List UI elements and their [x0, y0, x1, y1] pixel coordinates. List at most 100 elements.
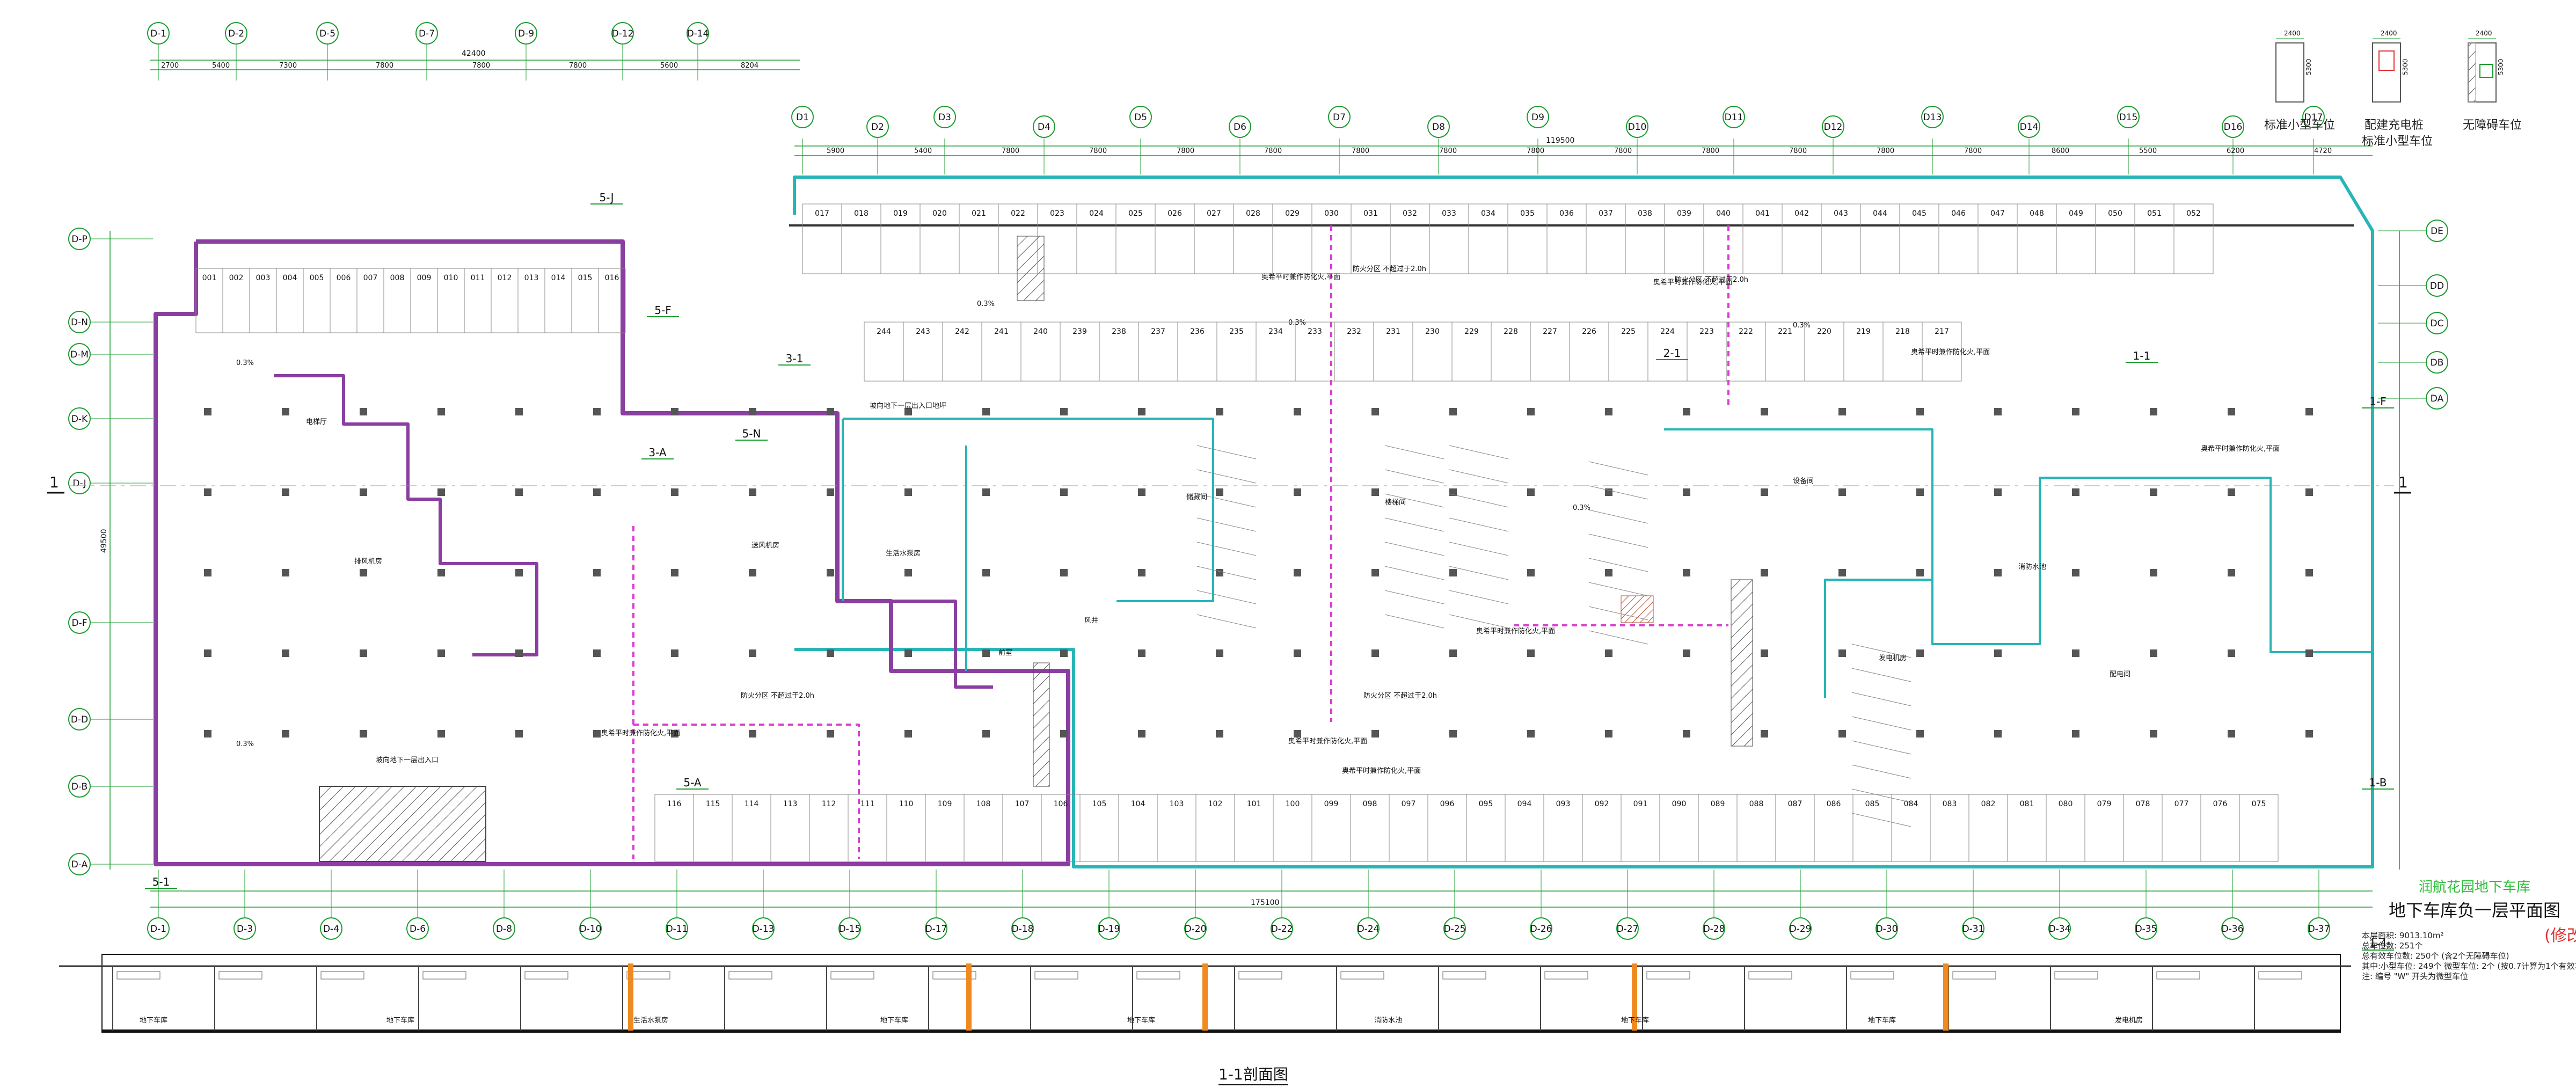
axis-bottom-D-26-label: D-26: [1530, 924, 1552, 934]
dim-top-seg-2: 7300: [279, 62, 297, 70]
angled-stall-4-1: [1851, 668, 1911, 682]
topleft-space-label-008: 008: [390, 274, 405, 282]
axis-bottom-D-24-label: D-24: [1358, 924, 1380, 934]
bottom-space-label-098: 098: [1363, 800, 1377, 808]
column-11-0: [1060, 408, 1068, 415]
fire-zone-label-1: 防火分区 不超过于2.0h: [1353, 265, 1426, 273]
top-space-label-038: 038: [1638, 209, 1652, 218]
bottom-space-075: [2239, 794, 2279, 862]
inner-wall-purple: [274, 374, 538, 656]
column-1-1: [282, 488, 289, 496]
column-11-2: [1060, 569, 1068, 576]
top-space-label-022: 022: [1011, 209, 1025, 218]
bottom-space-label-096: 096: [1440, 800, 1455, 808]
column-5-4: [593, 730, 601, 737]
slope-5: 0.3%: [1573, 504, 1590, 512]
column-7-2: [749, 569, 756, 576]
bottom-space-label-102: 102: [1208, 800, 1223, 808]
column-27-4: [2305, 730, 2313, 737]
axis-D15-label: D15: [2119, 112, 2138, 123]
project-name: 润航花园地下车库: [2418, 879, 2530, 895]
dim-top-seg-3: 7800: [376, 62, 393, 70]
column-26-2: [2228, 569, 2235, 576]
dim-top-seg-4: 7800: [472, 62, 490, 70]
accessible-icon: [2479, 64, 2493, 78]
column-8-1: [827, 488, 834, 496]
bottom-space-label-114: 114: [745, 800, 759, 808]
column-8-3: [827, 649, 834, 657]
ramp-note: 坡向地下一层出入口: [376, 756, 439, 764]
section-beam-2: [320, 971, 364, 980]
revision-tag: (修改后): [2544, 926, 2576, 945]
legend-standard-width: 2400: [2284, 30, 2301, 37]
bottom-space-label-100: 100: [1286, 800, 1300, 808]
dim-main-seg-7: 7800: [1439, 147, 1457, 155]
column-24-3: [2072, 649, 2079, 657]
column-6-2: [671, 569, 678, 576]
angled-stall-2-7: [1449, 614, 1509, 629]
middle-space-label-239: 239: [1072, 327, 1087, 336]
axis-D1-circle: [791, 106, 814, 128]
axis-D8-label: D8: [1432, 122, 1445, 133]
middle-space-label-228: 228: [1504, 327, 1518, 336]
zone-marker-1-F: 1-F: [2369, 395, 2386, 408]
axis-D-14-label: D-14: [687, 28, 709, 39]
angled-stall-1-3: [1384, 517, 1444, 532]
top-space-label-045: 045: [1912, 209, 1926, 218]
bottom-space-label-076: 076: [2213, 800, 2228, 808]
column-1-0: [282, 408, 289, 415]
section-beam-0: [116, 971, 160, 980]
dim-top-seg-7: 8204: [741, 62, 758, 70]
top-space-label-044: 044: [1873, 209, 1887, 218]
column-14-0: [1294, 408, 1301, 415]
axis-D-7-label: D-7: [419, 28, 435, 39]
column-8-2: [827, 569, 834, 576]
shelter-note-1: 奥希平时兼作防化火,平面: [1261, 273, 1340, 281]
column-25-0: [2150, 408, 2157, 415]
angled-stall-3-0: [1588, 461, 1648, 476]
axis-bottom-D-1-label: D-1: [150, 924, 166, 934]
column-0-1: [204, 488, 211, 496]
angled-stall-0-0: [1196, 445, 1257, 459]
room-label-11: 储藏间: [1186, 493, 1207, 501]
axis-D6-label: D6: [1234, 122, 1246, 133]
topleft-space-label-013: 013: [524, 274, 539, 282]
column-23-2: [1994, 569, 2002, 576]
column-19-4: [1683, 730, 1690, 737]
top-space-label-039: 039: [1677, 209, 1691, 218]
column-27-2: [2305, 569, 2313, 576]
column-13-3: [1216, 649, 1223, 657]
bottom-space-label-083: 083: [1943, 800, 1957, 808]
column-7-3: [749, 649, 756, 657]
column-22-3: [1916, 649, 1924, 657]
column-25-2: [2150, 569, 2157, 576]
axis-bottom-D-11-label: D-11: [666, 924, 688, 934]
section-beam-8: [932, 971, 976, 980]
room-label-4: 配电间: [2110, 670, 2130, 678]
summary-notes: 本层面积: 9013.10m² 总车位数: 251个 总有效车位数: 250个 …: [2362, 931, 2576, 982]
axis-D6-circle: [1229, 115, 1251, 138]
column-7-4: [749, 730, 756, 737]
column-22-4: [1916, 730, 1924, 737]
zone-marker-5-A: 5-A: [683, 776, 702, 789]
axis-bottom-D-37-label: D-37: [2308, 924, 2330, 934]
column-24-1: [2072, 488, 2079, 496]
middle-space-label-221: 221: [1778, 327, 1792, 336]
top-space-label-041: 041: [1755, 209, 1770, 218]
section-caption: 1-1剖面图: [1218, 1063, 1288, 1085]
section-orange-wall-2: [1202, 963, 1208, 1031]
column-20-4: [1761, 730, 1768, 737]
column-19-1: [1683, 488, 1690, 496]
column-27-3: [2305, 649, 2313, 657]
dim-top-seg-5: 7800: [569, 62, 587, 70]
middle-space-label-237: 237: [1151, 327, 1165, 336]
top-space-label-036: 036: [1559, 209, 1574, 218]
top-space-label-037: 037: [1599, 209, 1613, 218]
column-6-3: [671, 649, 678, 657]
topleft-space-label-006: 006: [337, 274, 351, 282]
column-20-2: [1761, 569, 1768, 576]
axis-D-A-label: D-A: [71, 859, 88, 870]
axis-bottom-D-31-label: D-31: [1962, 924, 1984, 934]
column-12-0: [1138, 408, 1145, 415]
